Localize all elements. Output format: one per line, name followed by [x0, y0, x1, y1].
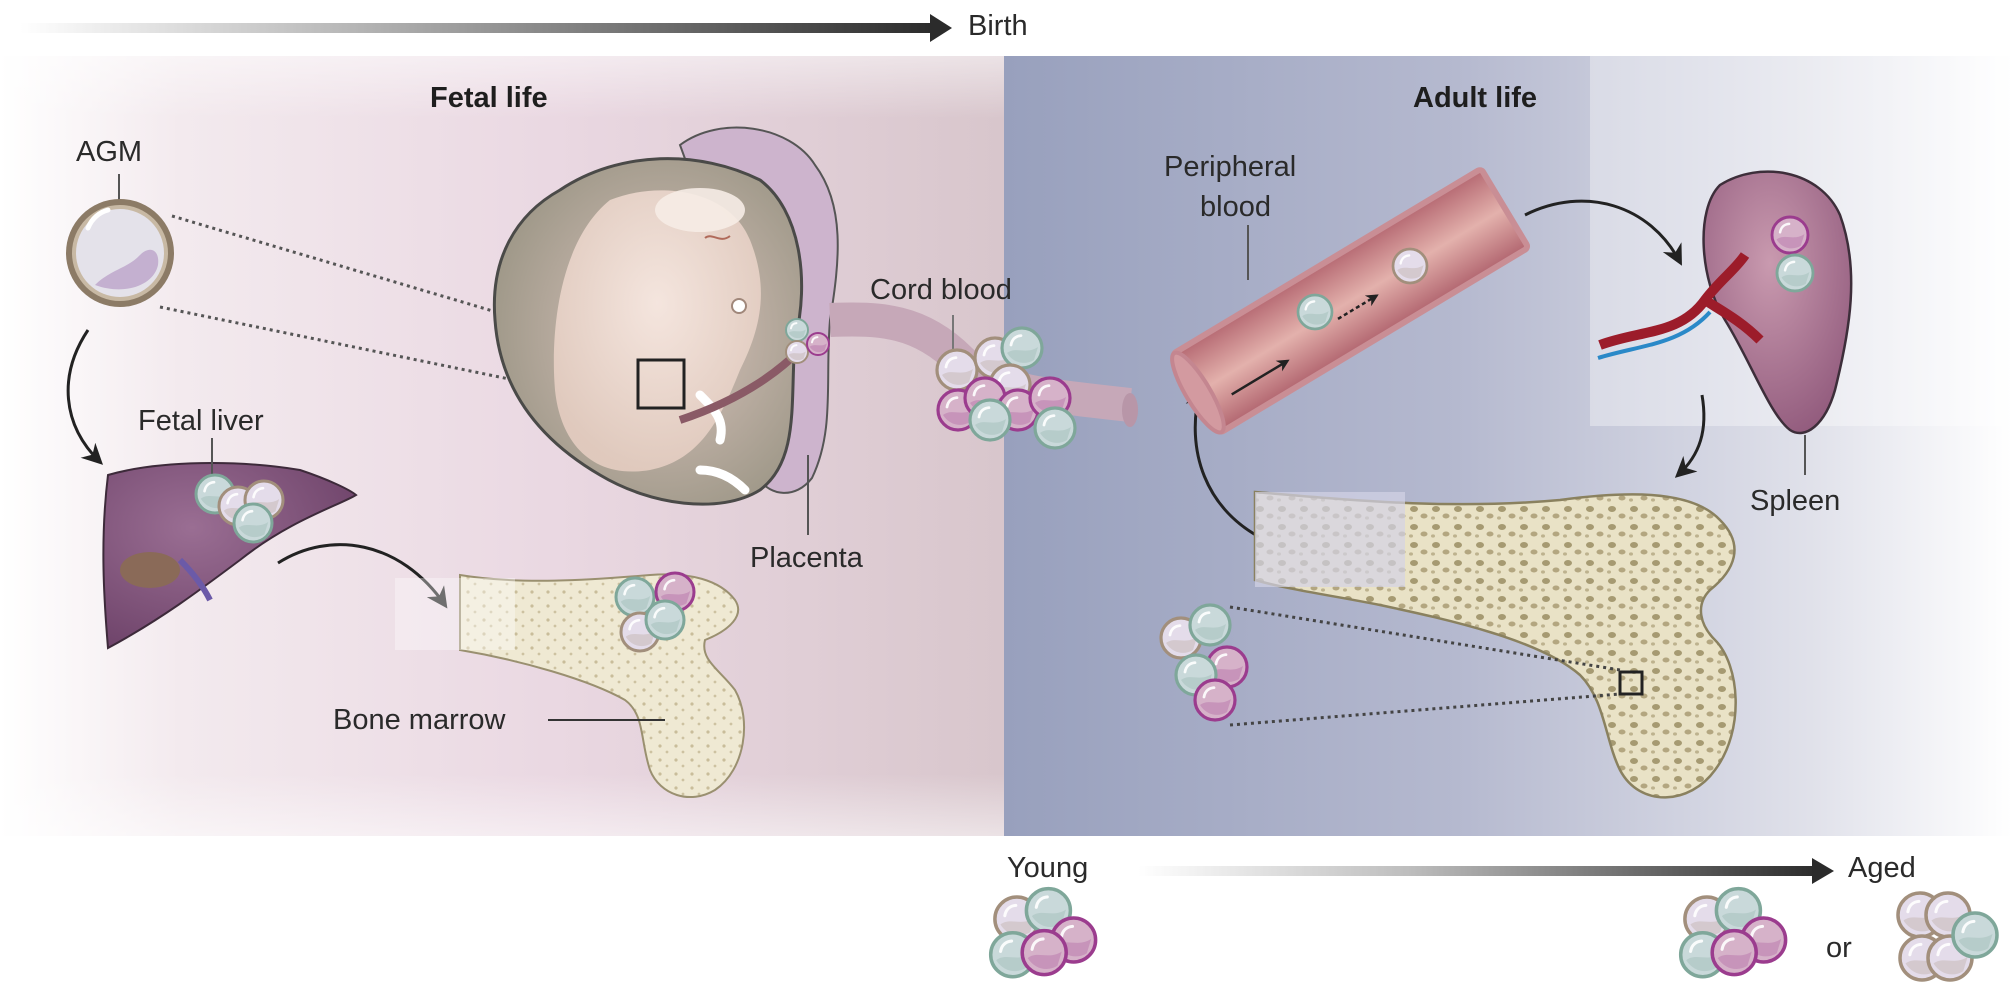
aged-cell-cluster-option-2: [1896, 891, 1999, 982]
young-cell-cluster: [988, 886, 1098, 979]
magenta-cell: [1193, 678, 1237, 722]
teal-cell: [1000, 326, 1044, 370]
background-panels: [0, 56, 2012, 836]
teal-cell: [644, 599, 686, 641]
teal-cell: [968, 398, 1012, 442]
magenta-cell: [1770, 215, 1810, 255]
teal-cell: [1775, 253, 1815, 293]
fetal-liver-label: Fetal liver: [138, 405, 264, 437]
magenta-cell: [1020, 928, 1068, 977]
birth-label: Birth: [968, 10, 1028, 42]
teal-cell: [232, 502, 274, 544]
adult-bone: [1253, 490, 1737, 799]
spleen-cell-cluster: [1770, 215, 1815, 293]
fetal-liver-cell-cluster: [194, 473, 285, 544]
teal-cell: [1033, 406, 1077, 450]
aged-label: Aged: [1848, 852, 1916, 884]
embryo-illustration: [492, 126, 839, 535]
placenta-label: Placenta: [750, 542, 863, 574]
arrow-liver-to-bone-marrow: [277, 543, 448, 609]
teal-cell: [1296, 293, 1334, 331]
teal-cell: [785, 318, 809, 342]
peripheral-blood-cells: [1296, 247, 1429, 331]
placenta-cell-cluster: [785, 318, 830, 364]
lavender-cell: [785, 340, 809, 364]
lavender-cell: [1924, 891, 1972, 939]
fetal-liver-organ: [102, 438, 358, 650]
arrow-spleen-to-bone-marrow: [1674, 394, 1706, 478]
birth-timeline-arrow: [20, 14, 952, 42]
magenta-cell: [806, 332, 830, 356]
aged-cell-cluster-option-1: [1678, 886, 1788, 979]
cord-blood-cell-cluster: [935, 326, 1077, 450]
lavender-cell: [935, 348, 979, 392]
aging-timeline-arrow: [1138, 858, 1834, 884]
spleen-label: Spleen: [1750, 485, 1841, 517]
young-label: Young: [1007, 852, 1089, 884]
adult-life-title: Adult life: [1413, 82, 1538, 114]
agm-cell: [66, 174, 174, 307]
lavender-cell: [1159, 616, 1203, 660]
blood-vessel: [1170, 167, 1531, 435]
teal-cell: [1951, 911, 1999, 959]
arrow-agm-to-liver: [66, 329, 104, 465]
arrow-blood-to-spleen: [1524, 199, 1682, 266]
agm-region-box: [636, 358, 686, 410]
cord-blood-label: Cord blood: [870, 274, 1012, 306]
lavender-cell: [1391, 247, 1429, 285]
fetal-life-title: Fetal life: [430, 82, 548, 114]
magenta-cell: [936, 388, 980, 432]
teal-cell: [614, 576, 656, 618]
teal-cell: [1188, 603, 1232, 647]
peripheral-blood-label-line2: blood: [1200, 191, 1271, 223]
adult-bone-zoom-line-bottom: [1229, 692, 1621, 727]
agm-label: AGM: [76, 136, 143, 168]
fetal-bone-marrow-cell-cluster: [614, 571, 696, 653]
spleen-organ: [1597, 170, 1853, 475]
adult-bone-marrow-cell-cluster: [1159, 603, 1249, 722]
adult-bone-zoom-line-top: [1229, 605, 1621, 672]
peripheral-blood-label-line1: Peripheral: [1164, 151, 1297, 183]
adult-life-panel: [1004, 56, 2012, 836]
bone-marrow-label: Bone marrow: [333, 704, 506, 736]
magenta-cell: [1710, 928, 1758, 977]
or-label: or: [1826, 932, 1852, 964]
